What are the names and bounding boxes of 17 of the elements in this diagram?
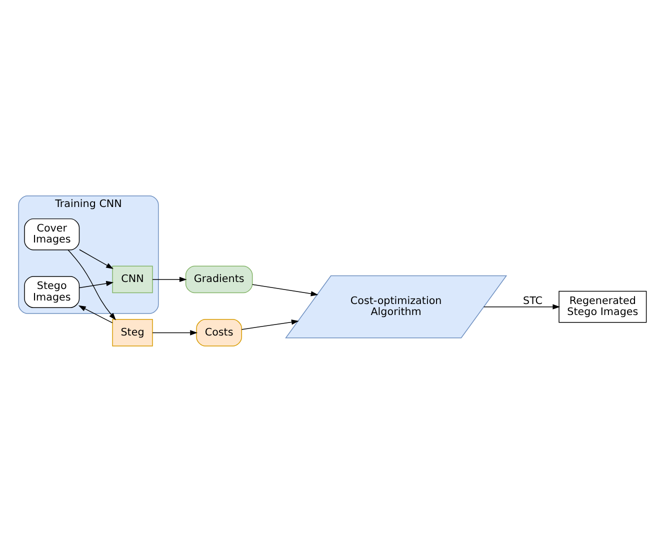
node-box: Cover Images [24, 218, 80, 250]
arrow [79, 249, 114, 270]
arrow [152, 276, 187, 282]
arrow [78, 305, 113, 324]
arrow [483, 304, 560, 310]
arrow [241, 320, 299, 330]
node-box: CNN [112, 266, 153, 294]
arrow [152, 330, 198, 336]
arrow [79, 280, 114, 288]
arrow [68, 250, 116, 320]
edge-label: STC [523, 295, 543, 308]
arrow [252, 284, 318, 296]
node-box: Costs [196, 319, 242, 346]
node-box: Steg [112, 319, 153, 346]
node-box: Regenerated Stego Images [558, 290, 647, 323]
node-box: Gradients [185, 266, 253, 294]
node-box: Stego Images [24, 276, 80, 308]
